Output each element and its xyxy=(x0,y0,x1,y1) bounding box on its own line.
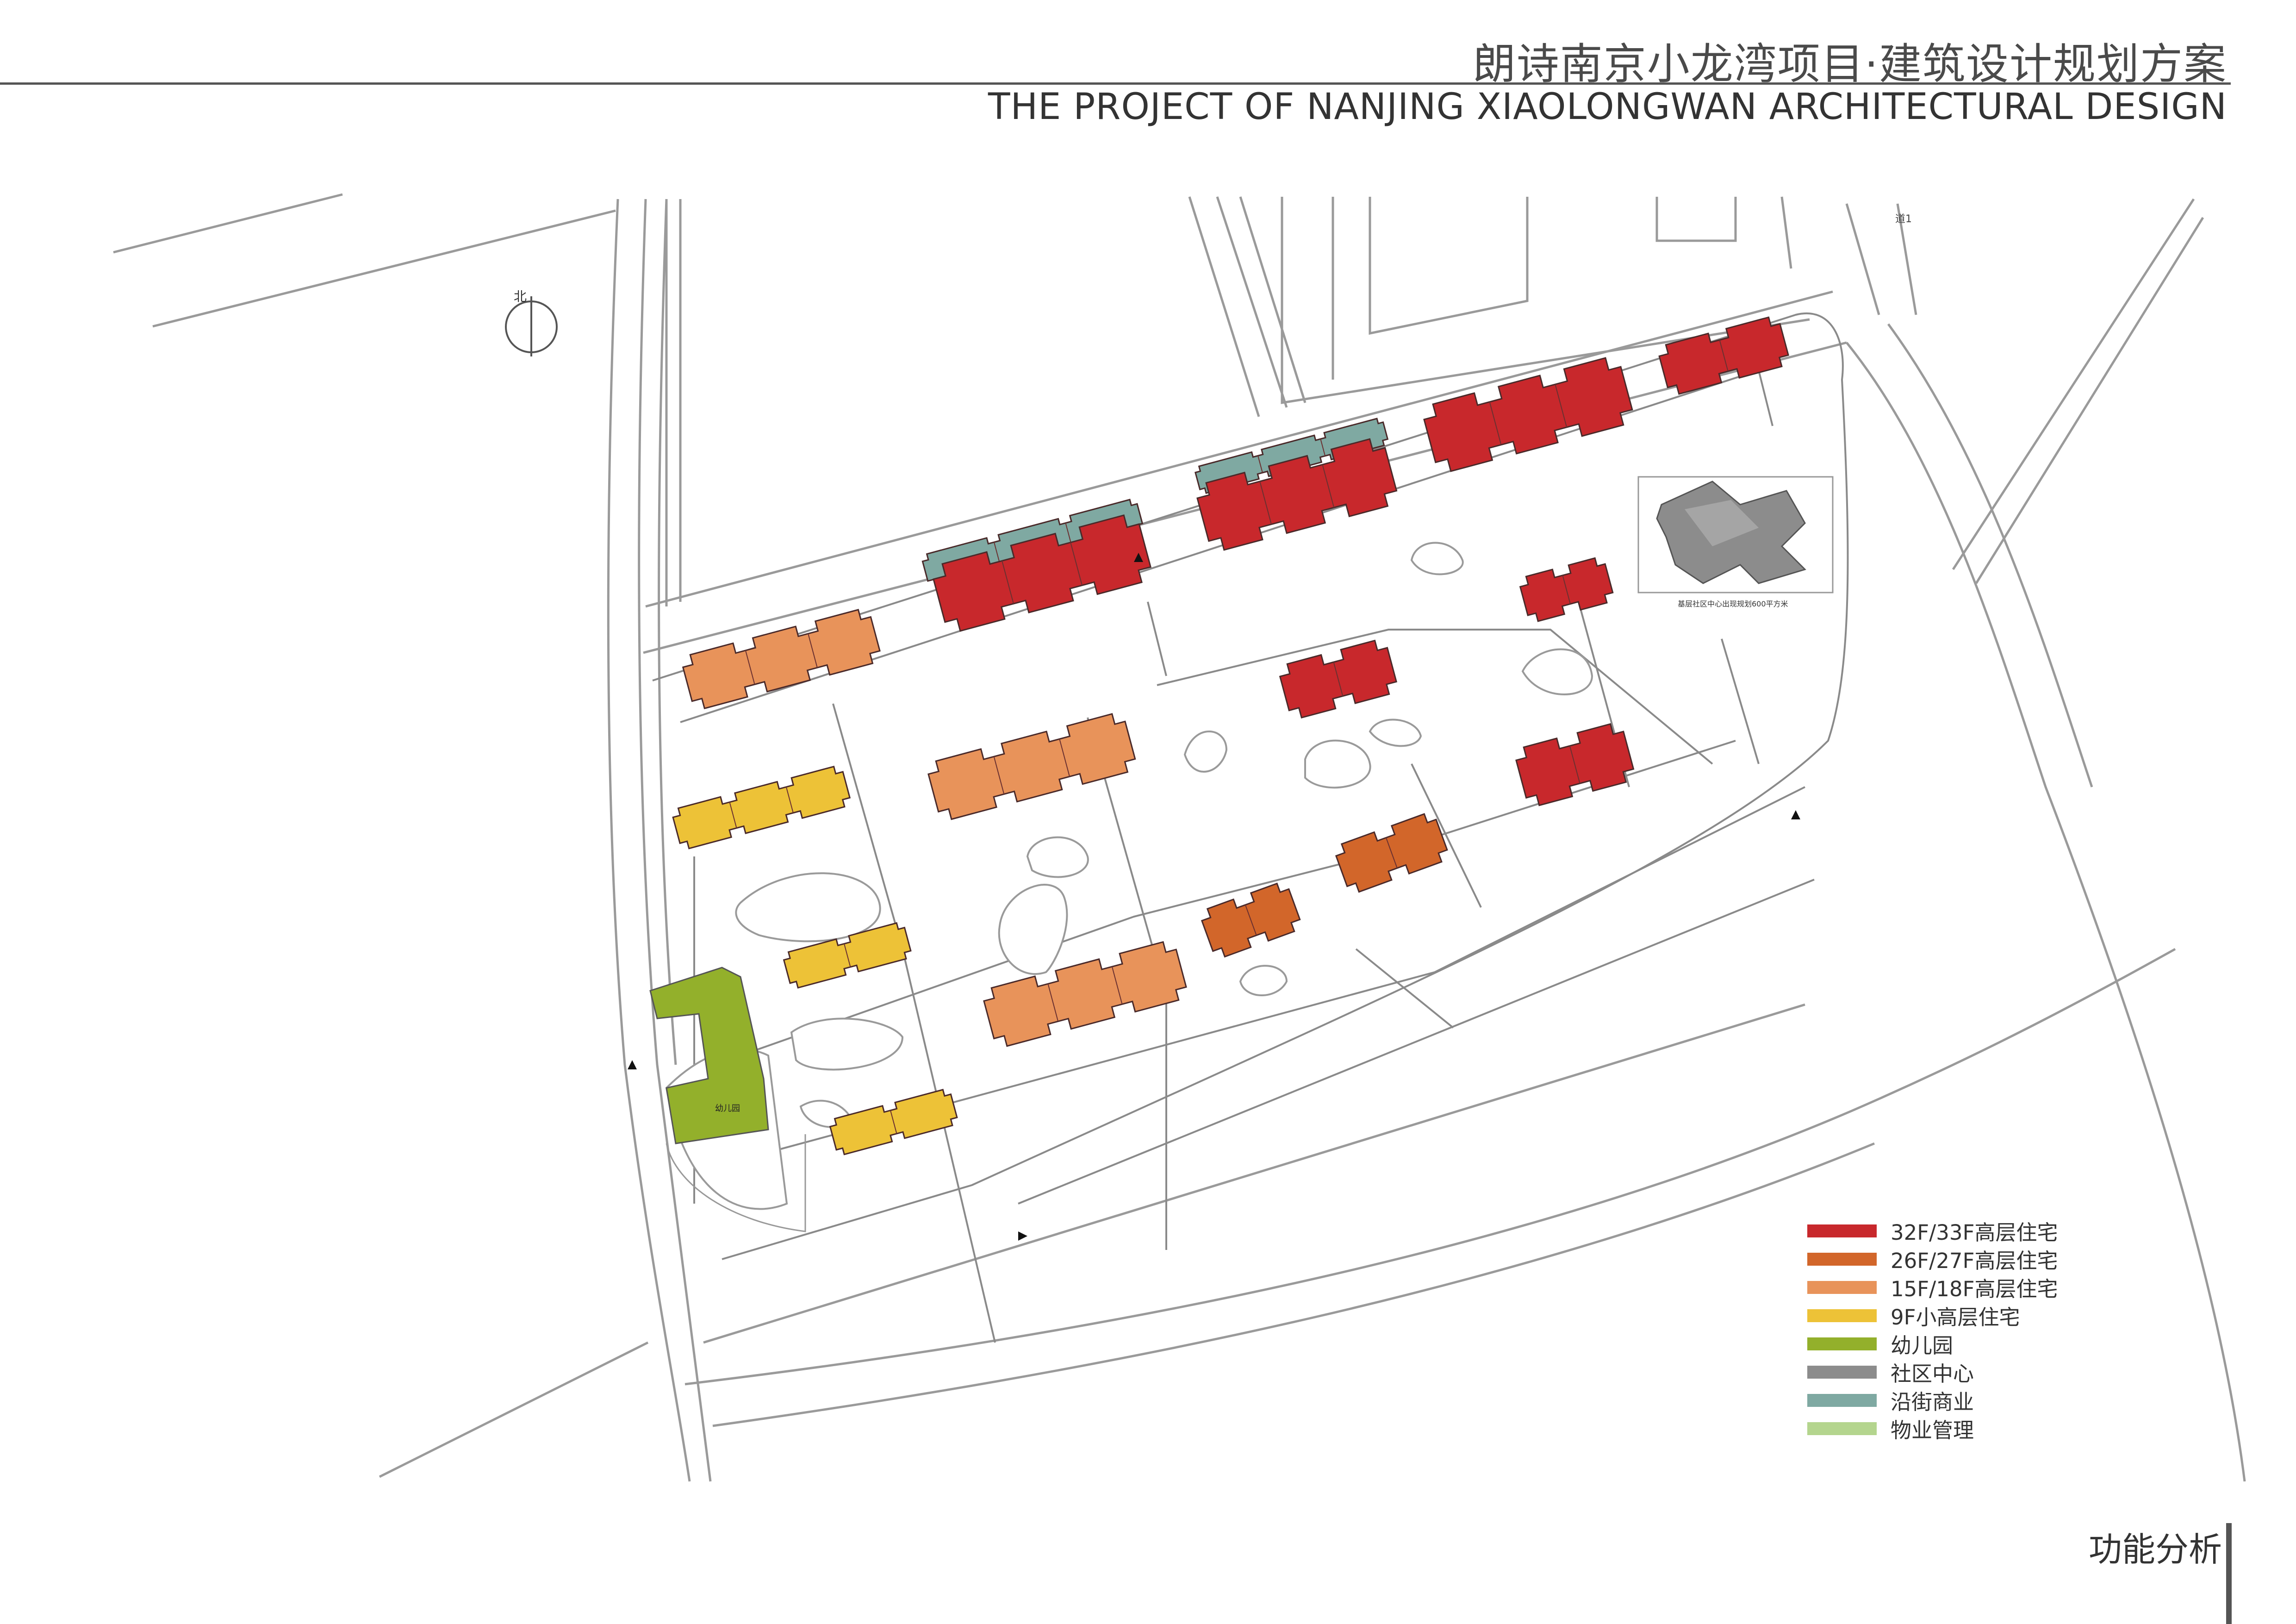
community-center: 基层社区中心出现规划600平方米 xyxy=(1637,476,1834,608)
legend-swatch xyxy=(1807,1252,1877,1266)
kindergarten-building: 幼儿园 xyxy=(649,967,806,1232)
north-label: 北 xyxy=(514,289,527,304)
legend-swatch xyxy=(1807,1309,1877,1322)
legend-swatch xyxy=(1807,1337,1877,1350)
building-b-y3 xyxy=(829,1088,958,1156)
legend-swatch xyxy=(1807,1422,1877,1435)
legend-item: 32F/33F高层住宅 xyxy=(1807,1217,2131,1245)
building-b-l1 xyxy=(682,609,881,710)
building-b-r6 xyxy=(1279,639,1398,719)
building-b-r1 xyxy=(933,514,1151,632)
legend-item: 9F小高层住宅 xyxy=(1807,1301,2131,1330)
building-b-o2 xyxy=(1201,882,1301,958)
legend-item: 26F/27F高层住宅 xyxy=(1807,1245,2131,1273)
building-b-r4 xyxy=(1658,316,1789,395)
building-b-o1 xyxy=(1335,813,1448,893)
legend-label: 沿街商业 xyxy=(1891,1390,1974,1414)
building-b-r7 xyxy=(1515,723,1635,806)
legend-label: 物业管理 xyxy=(1891,1418,1974,1443)
project-title-en: THE PROJECT OF NANJING XIAOLONGWAN ARCHI… xyxy=(988,86,2227,128)
legend-item: 社区中心 xyxy=(1807,1358,2131,1386)
legend-swatch xyxy=(1807,1365,1877,1379)
legend-item: 幼儿园 xyxy=(1807,1330,2131,1358)
building-b-r5 xyxy=(1519,557,1614,622)
legend-swatch xyxy=(1807,1224,1877,1237)
legend-swatch xyxy=(1807,1280,1877,1294)
building-b-y2 xyxy=(783,922,912,989)
building-b-l2 xyxy=(927,713,1136,820)
header-divider xyxy=(0,82,2231,85)
legend-label: 社区中心 xyxy=(1891,1362,1974,1386)
buildings-layer xyxy=(672,316,1789,1156)
sheet-title: 功能分析 xyxy=(2088,1530,2222,1569)
legend-label: 15F/18F高层住宅 xyxy=(1891,1277,2058,1301)
legend-item: 物业管理 xyxy=(1807,1414,2131,1443)
building-b-r3 xyxy=(1423,357,1633,472)
map-legend: 32F/33F高层住宅 26F/27F高层住宅 15F/18F高层住宅 9F小高… xyxy=(1807,1217,2131,1443)
legend-item: 15F/18F高层住宅 xyxy=(1807,1273,2131,1301)
north-arrow: 北 xyxy=(505,289,558,356)
community-center-note: 基层社区中心出现规划600平方米 xyxy=(1678,600,1788,608)
sheet-title-bar xyxy=(2226,1523,2232,1624)
project-title-cn: 朗诗南京小龙湾项目·建筑设计规划方案 xyxy=(1473,39,2227,89)
legend-item: 沿街商业 xyxy=(1807,1386,2131,1414)
road-label-ne: 道1 xyxy=(1895,213,1912,225)
legend-label: 9F小高层住宅 xyxy=(1891,1305,2020,1330)
kindergarten-label: 幼儿园 xyxy=(715,1104,740,1113)
building-b-y1 xyxy=(672,765,851,849)
legend-label: 幼儿园 xyxy=(1891,1333,1954,1358)
legend-label: 32F/33F高层住宅 xyxy=(1891,1220,2058,1245)
legend-swatch xyxy=(1807,1393,1877,1407)
building-b-l3 xyxy=(983,941,1187,1047)
building-b-r2 xyxy=(1196,438,1398,551)
legend-label: 26F/27F高层住宅 xyxy=(1891,1249,2058,1273)
traffic-arrows xyxy=(628,553,1800,1241)
